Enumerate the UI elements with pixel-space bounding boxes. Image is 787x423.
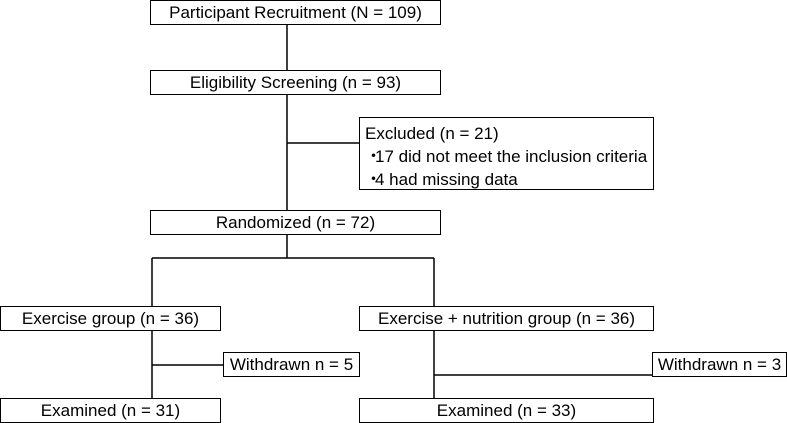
excluded-box: Excluded (n = 21) ・17 did not meet the i… bbox=[359, 117, 654, 190]
excluded-title: Excluded (n = 21) bbox=[365, 124, 499, 143]
screening-box: Eligibility Screening (n = 93) bbox=[150, 70, 441, 95]
excluded-item: ・17 did not meet the inclusion criteria bbox=[365, 145, 653, 168]
exercise-group-label: Exercise group (n = 36) bbox=[21, 308, 200, 328]
excluded-item: ・4 had missing data bbox=[365, 168, 653, 191]
excluded-item-text: 4 had missing data bbox=[375, 170, 518, 189]
recruitment-label: Participant Recruitment (N = 109) bbox=[169, 2, 422, 22]
recruitment-box: Participant Recruitment (N = 109) bbox=[150, 0, 441, 25]
exercise-withdrawn-label: Withdrawn n = 5 bbox=[229, 354, 354, 374]
bullet-icon: ・ bbox=[365, 147, 382, 166]
exercise-examined-label: Examined (n = 31) bbox=[40, 400, 181, 420]
bullet-icon: ・ bbox=[365, 170, 382, 189]
nutrition-group-label: Exercise + nutrition group (n = 36) bbox=[377, 308, 636, 328]
randomized-label: Randomized (n = 72) bbox=[215, 212, 376, 232]
nutrition-withdrawn-box: Withdrawn n = 3 bbox=[652, 352, 787, 377]
exercise-examined-box: Examined (n = 31) bbox=[0, 398, 221, 423]
nutrition-withdrawn-label: Withdrawn n = 3 bbox=[657, 354, 782, 374]
nutrition-examined-box: Examined (n = 33) bbox=[359, 398, 654, 423]
exercise-group-box: Exercise group (n = 36) bbox=[0, 306, 221, 331]
nutrition-examined-label: Examined (n = 33) bbox=[436, 400, 577, 420]
excluded-item-text: 17 did not meet the inclusion criteria bbox=[375, 147, 648, 166]
exercise-withdrawn-box: Withdrawn n = 5 bbox=[223, 352, 360, 377]
screening-label: Eligibility Screening (n = 93) bbox=[189, 72, 402, 92]
randomized-box: Randomized (n = 72) bbox=[150, 210, 441, 235]
nutrition-group-box: Exercise + nutrition group (n = 36) bbox=[359, 306, 654, 331]
